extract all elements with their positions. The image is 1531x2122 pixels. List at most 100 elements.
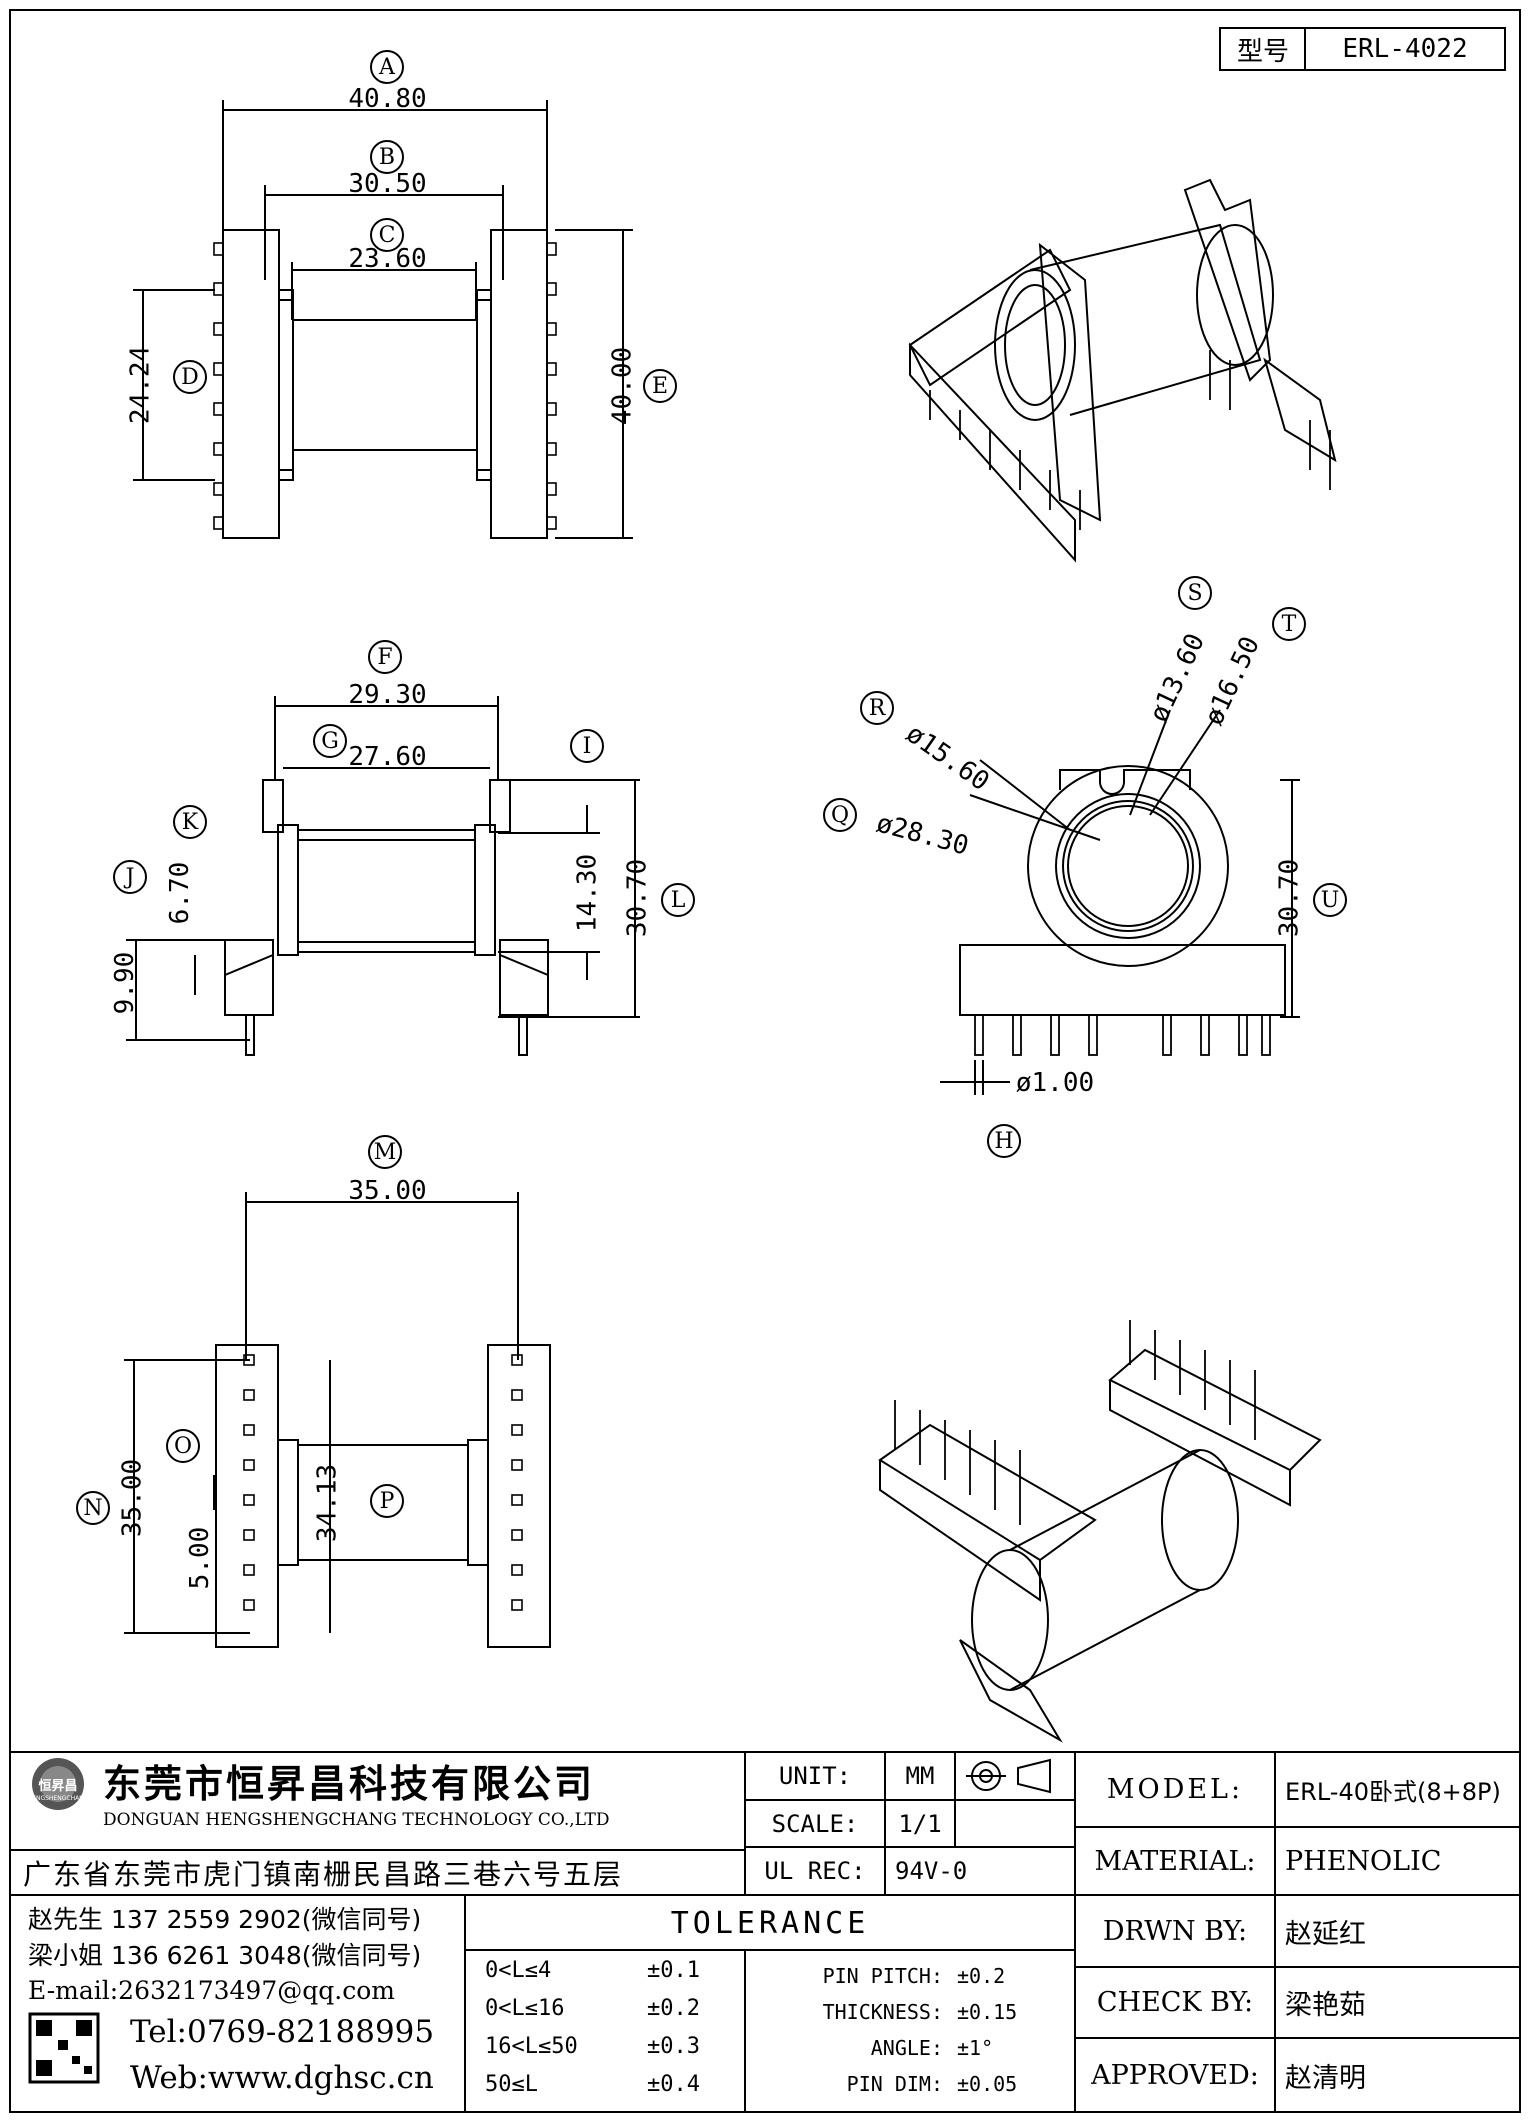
label-S: S <box>1187 580 1203 606</box>
dim-K: 6.70 <box>165 861 195 925</box>
pin-tolerance-label: THICKNESS: <box>822 2000 943 2024</box>
pin-tolerance-value: ±0.15 <box>957 2000 1018 2024</box>
pin-tolerance-value: ±0.2 <box>957 1964 1006 1988</box>
unit-label: UNIT: <box>778 1762 852 1790</box>
tolerance-range: 0<L≤16 <box>485 1996 565 2021</box>
check-label: CHECK BY: <box>1096 1987 1254 2018</box>
label-M: M <box>373 1139 397 1165</box>
company-name-cn: 东莞市恒昇昌科技有限公司 <box>103 1761 596 1806</box>
side-view <box>113 640 695 1056</box>
label-H: H <box>994 1128 1014 1154</box>
dim-G: 27.60 <box>348 742 427 772</box>
label-G: G <box>321 728 339 754</box>
pin-tolerance-label: ANGLE: <box>870 2036 943 2060</box>
dim-E: 40.00 <box>607 346 638 426</box>
scale-label: SCALE: <box>771 1810 859 1838</box>
label-I: I <box>582 733 592 759</box>
ul-label: UL REC: <box>764 1857 866 1885</box>
model-label: MODEL: <box>1106 1774 1244 1805</box>
pin-tolerance-value: ±1° <box>957 2036 994 2060</box>
model-value: ERL-40卧式(8+8P) <box>1285 1778 1501 1806</box>
scale-value: 1/1 <box>898 1810 942 1838</box>
label-U: U <box>1320 887 1340 913</box>
pin-tolerance-row: ANGLE: ±1° <box>747 2030 1073 2066</box>
dim-O: 5.00 <box>185 1526 215 1590</box>
pin-tolerance-value: ±0.05 <box>957 2072 1018 2096</box>
label-B: B <box>378 144 396 170</box>
company-name-en: DONGUAN HENGSHENGCHANG TECHNOLOGY CO.,LT… <box>103 1810 610 1830</box>
tolerance-value: ±0.3 <box>647 2034 700 2059</box>
label-N: N <box>83 1495 103 1521</box>
dim-D: 24.24 <box>125 345 156 425</box>
drawn-label: DRWN BY: <box>1102 1915 1248 1947</box>
title-block-grid <box>10 27 1520 2112</box>
tolerance-range: 0<L≤4 <box>485 1958 552 1983</box>
label-A: A <box>379 54 395 80</box>
label-P: P <box>379 1488 395 1514</box>
tolerance-range: 16<L≤50 <box>485 2034 578 2059</box>
company-address: 广东省东莞市虎门镇南栅民昌路三巷六号五层 <box>23 1858 624 1891</box>
isometric-view-top <box>908 178 1337 563</box>
tolerance-row: 0<L≤4 ±0.1 <box>467 1952 743 1990</box>
tolerance-value: ±0.4 <box>647 2072 700 2097</box>
dim-J: 9.90 <box>110 951 140 1015</box>
approved-label: APPROVED: <box>1091 2059 1259 2091</box>
tolerance-title: TOLERANCE <box>670 1905 870 1941</box>
sheet-border <box>9 9 1521 2113</box>
label-R: R <box>868 695 886 721</box>
top-view <box>133 50 677 539</box>
tolerance-row: 0<L≤16 ±0.2 <box>467 1990 743 2028</box>
label-E: E <box>651 373 669 399</box>
pin-tolerance-label: PIN DIM: <box>846 2072 943 2096</box>
tolerance-range-list: 0<L≤4 ±0.1 0<L≤16 ±0.2 16<L≤50 ±0.3 50≤L ±0.4 <box>467 1952 743 2110</box>
qr-code <box>28 2012 100 2084</box>
tolerance-range: 50≤L <box>485 2072 538 2097</box>
logo-text: 恒昇昌 <box>38 1778 78 1794</box>
dim-I: 14.30 <box>572 853 603 933</box>
unit-value: MM <box>905 1762 935 1790</box>
bottom-view <box>76 1135 551 1648</box>
part-number: ERL-4022 <box>1342 34 1468 64</box>
contact-1: 赵先生 137 2559 2902(微信同号) <box>28 1905 422 1934</box>
label-D: D <box>181 364 199 390</box>
label-L: L <box>670 887 686 913</box>
label-T: T <box>1281 611 1297 637</box>
contact-email: E-mail:2632173497@qq.com <box>28 1975 395 2005</box>
type-label: 型号 <box>1236 36 1289 67</box>
dim-M: 35.00 <box>348 1176 427 1206</box>
dim-H: ø1.00 <box>1015 1068 1095 1098</box>
ul-value: 94V-0 <box>895 1857 968 1885</box>
dim-C: 23.60 <box>348 244 427 274</box>
dim-N: 35.00 <box>117 1458 148 1538</box>
pin-tolerance-label: PIN PITCH: <box>822 1964 943 1988</box>
tolerance-row: 16<L≤50 ±0.3 <box>467 2028 743 2066</box>
label-O: O <box>173 1433 193 1459</box>
label-Q: Q <box>830 802 850 828</box>
tolerance-value: ±0.1 <box>647 1958 700 1983</box>
approved-value: 赵清明 <box>1285 2062 1366 2094</box>
label-F: F <box>377 644 393 670</box>
pin-tolerance-row: PIN PITCH: ±0.2 <box>747 1958 1073 1994</box>
contact-web: Web:www.dghsc.cn <box>130 2060 434 2096</box>
company-logo <box>32 1758 84 1810</box>
contact-2: 梁小姐 136 6261 3048(微信同号) <box>28 1941 422 1970</box>
tolerance-row: 50≤L ±0.4 <box>467 2066 743 2104</box>
label-K: K <box>181 809 199 835</box>
material-value: PHENOLIC <box>1285 1845 1442 1877</box>
tolerance-value: ±0.2 <box>647 1996 700 2021</box>
material-label: MATERIAL: <box>1094 1845 1256 1877</box>
contact-tel: Tel:0769-82188995 <box>130 2014 435 2050</box>
label-J: J <box>125 864 135 890</box>
dim-B: 30.50 <box>348 169 427 199</box>
dim-P: 34.13 <box>312 1463 343 1543</box>
dim-A: 40.80 <box>348 84 427 114</box>
pin-tolerance-row: PIN DIM: ±0.05 <box>747 2066 1073 2102</box>
label-C: C <box>378 222 396 248</box>
pin-tolerance-row: THICKNESS: ±0.15 <box>747 1994 1073 2030</box>
logo-subtext: HENGSHENGCHANG <box>27 1794 89 1802</box>
isometric-view-bottom <box>878 1320 1322 1743</box>
dim-F: 29.30 <box>348 680 427 710</box>
dim-U: 30.70 <box>1274 858 1305 938</box>
